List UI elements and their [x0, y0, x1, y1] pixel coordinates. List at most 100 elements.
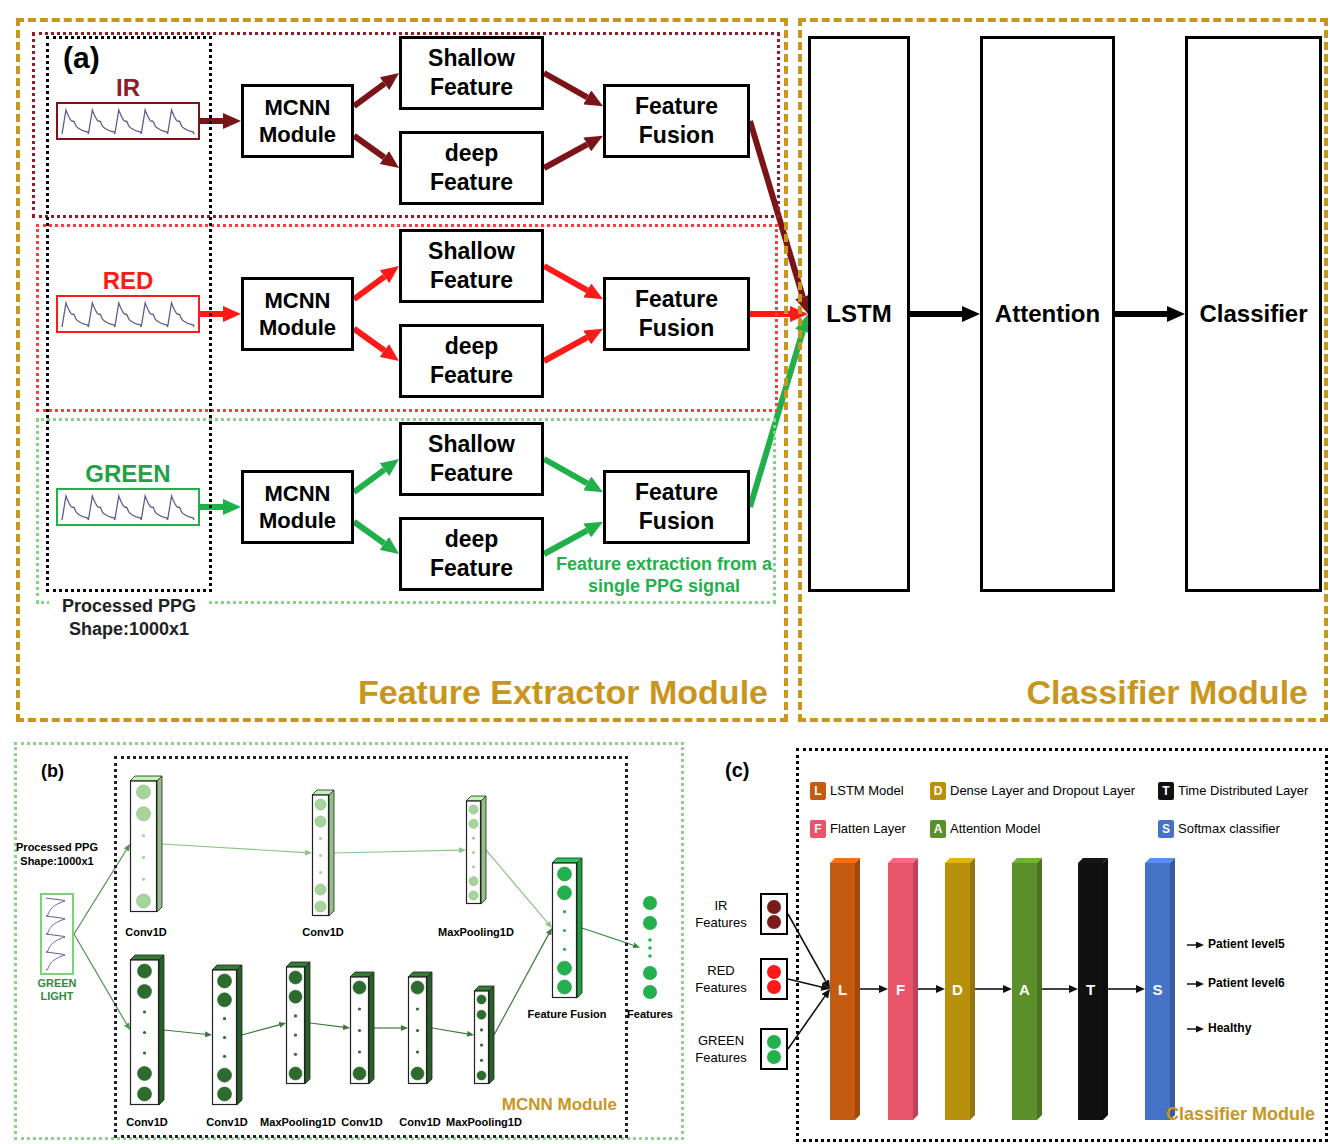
neuron: [143, 1010, 146, 1013]
process-box: Shallow Feature: [399, 229, 544, 303]
node-graphic: [58, 297, 198, 331]
layer-column: Feature Fusion: [552, 858, 582, 998]
legend-text: Flatten Layer: [830, 821, 906, 836]
node-label: Feature extraction from a single PPG sig…: [551, 553, 777, 597]
connector-arrow: [544, 144, 587, 168]
connector-arrow: [544, 337, 587, 361]
block-side: [1170, 858, 1175, 1120]
neuron: [558, 961, 572, 975]
neuron: [358, 1007, 361, 1010]
neuron: [142, 834, 145, 837]
neuron: [294, 1014, 297, 1017]
neuron: [469, 819, 478, 828]
column-front: [131, 960, 159, 1105]
block-top: [1078, 858, 1108, 863]
connector-arrow: [910, 311, 962, 317]
neuron: [223, 1055, 226, 1058]
box-label: MCNN Module: [248, 480, 347, 535]
legend-letter: S: [1158, 820, 1174, 838]
feature-dot: [767, 915, 781, 929]
node-label: Conv1D: [399, 1116, 441, 1128]
block-front: [1145, 863, 1170, 1120]
node-label: Classifier Module: [1026, 673, 1308, 712]
block-letter: A: [1012, 981, 1037, 998]
connector-arrow: [544, 266, 587, 290]
column-side: [237, 965, 242, 1105]
node-label: Conv1D: [125, 926, 167, 938]
input-group: Processed PPG Shape:1000x1: [46, 36, 212, 592]
neuron: [558, 867, 572, 881]
layer-column: MaxPooling1D: [474, 986, 494, 1084]
block-side: [970, 858, 975, 1120]
column-front: [467, 801, 481, 904]
connector-arrow: [354, 277, 385, 300]
block-front: [830, 863, 855, 1120]
feature-dot: [767, 1050, 781, 1064]
neuron: [137, 807, 151, 821]
node-graphic: [762, 960, 786, 998]
neuron: [218, 974, 232, 988]
neuron: [319, 854, 322, 857]
neuron: [315, 816, 326, 827]
node-label: Conv1D: [206, 1116, 248, 1128]
legend-letter: L: [810, 782, 826, 800]
column-side: [489, 986, 494, 1084]
block-top: [888, 858, 918, 863]
column-side: [481, 796, 486, 904]
layer-block: S: [1145, 858, 1175, 1120]
feature-dot: [767, 965, 781, 979]
neuron: [472, 865, 475, 868]
neuron: [142, 856, 145, 859]
neuron: [294, 1053, 297, 1056]
connector-arrow: [432, 1028, 467, 1034]
neuron: [289, 971, 302, 984]
box-label: MCNN Module: [248, 287, 347, 342]
neuron: [138, 964, 152, 978]
box-label: Attention: [995, 299, 1100, 329]
node-label: RED Features: [690, 962, 752, 996]
block-side: [913, 858, 918, 1120]
node-graphic: [474, 986, 494, 1084]
connector-arrow: [1115, 311, 1167, 317]
connector-arrow: [162, 844, 305, 853]
neuron: [411, 1067, 424, 1080]
node-label: GREEN LIGHT: [27, 977, 87, 1003]
node-label: IR Features: [690, 897, 752, 931]
output-class: Patient level6: [1208, 976, 1285, 990]
waveform: [46, 898, 65, 970]
node-graphic: [762, 1030, 786, 1068]
feature-dot: [648, 938, 652, 942]
connector-arrow: [242, 1025, 279, 1035]
neuron: [223, 1036, 226, 1039]
feature-dot: [643, 916, 657, 930]
signal-branch: GREENMCNN ModuleShallow Featuredeep Feat…: [36, 418, 776, 604]
legend-text: Softmax classifier: [1178, 821, 1280, 836]
ppg-signal: RED: [56, 295, 200, 333]
node-graphic: [640, 895, 660, 1000]
node-label: (c): [725, 759, 749, 782]
legend-letter: A: [930, 820, 946, 838]
node-graphic: [466, 796, 486, 904]
feature-dot: [767, 900, 781, 914]
node-label: GREEN Features: [690, 1032, 752, 1066]
block-side: [1103, 858, 1108, 1120]
node-graphic: [408, 972, 432, 1084]
node-label: MaxPooling1D: [260, 1116, 336, 1128]
column-top: [130, 955, 164, 960]
output-arrow: [1187, 944, 1196, 946]
node-label: Feature Fusion: [528, 1008, 607, 1020]
node-label: MCNN Module: [502, 1095, 617, 1115]
node-graphic: [212, 965, 242, 1105]
neuron: [469, 877, 478, 886]
signal-branch: REDMCNN ModuleShallow Featuredeep Featur…: [36, 224, 778, 412]
neuron: [289, 990, 302, 1003]
neuron: [138, 1087, 152, 1101]
neuron: [563, 929, 566, 932]
column-front: [553, 863, 577, 998]
neuron: [319, 837, 322, 840]
waveform: [62, 110, 194, 134]
column-side: [157, 776, 162, 912]
neuron: [472, 837, 475, 840]
legend-letter: F: [810, 820, 826, 838]
